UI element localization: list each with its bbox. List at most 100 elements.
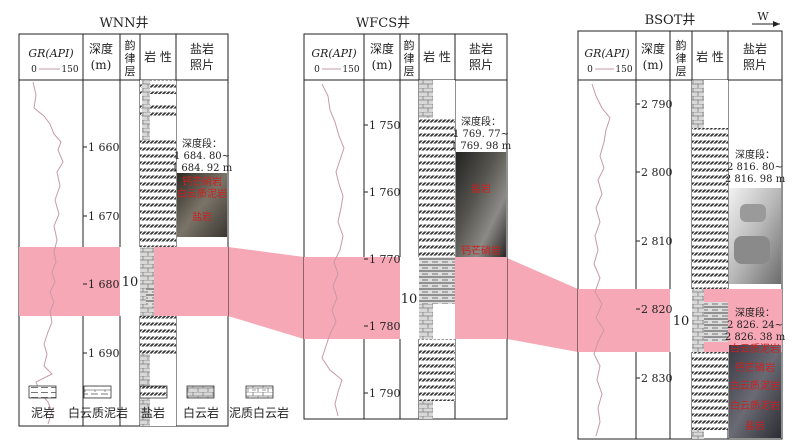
svg-text:盐岩: 盐岩 [469,41,493,56]
lithology-column [419,80,455,419]
band-link-wfcs-bsot [507,258,578,352]
svg-text:0: 0 [314,65,320,75]
svg-text:照片: 照片 [743,58,767,72]
svg-text:律: 律 [125,52,136,65]
svg-text:深度: 深度 [641,41,665,56]
svg-text:150: 150 [342,65,359,75]
svg-text:层: 层 [125,65,136,78]
legend-item-muddolo: 泥质白云岩 [229,385,289,420]
svg-text:钙芒硝岩: 钙芒硝岩 [735,361,775,374]
band-label: 10 [673,314,690,329]
depth-tick: 2 830 [641,372,673,385]
svg-text:白云质泥岩: 白云质泥岩 [68,405,128,420]
lithology-column [140,80,176,426]
svg-text:岩 性: 岩 性 [696,49,724,64]
svg-text:盐岩: 盐岩 [743,41,767,56]
well-wfcs: WFCS井 GR(API) 0 150 深度 (m) 韵 律 层 岩 性 盐岩 … [303,16,512,420]
svg-text:白云质泥岩: 白云质泥岩 [730,342,780,355]
depth-tick: 1 660 [88,141,120,154]
core-photo-wfcs: 深度段： 1 769. 77~ 1 769. 98 m 盐岩 钙芒硝岩 [451,115,512,257]
core-photo-wnn: 深度段： 1 684. 80~ 1 684. 92 m 钙芒硝岩 白云质泥岩 盐… [172,137,233,237]
depth-tick: 1 680 [88,278,120,291]
svg-text:岩 性: 岩 性 [423,49,451,64]
legend-item-dolmud: 白云质泥岩 [68,385,128,420]
svg-text:(m): (m) [643,58,664,72]
depth-tick: 2 790 [641,98,673,111]
svg-text:照片: 照片 [469,58,493,72]
svg-text:0: 0 [31,65,37,75]
svg-text:白云质泥岩: 白云质泥岩 [730,379,780,392]
depth-tick: 2 820 [641,303,673,316]
gr-curve [32,81,64,425]
legend: 泥岩 白云质泥岩 盐岩 白云岩 泥质白云岩 [28,385,289,420]
core-photo-bsot-1: 深度段： 2 816. 80~ 2 816. 98 m [725,148,786,284]
svg-text:律: 律 [404,52,415,65]
svg-text:钙芒硝岩: 钙芒硝岩 [461,244,501,257]
band-label: 10 [401,292,418,307]
depth-tick: 1 670 [88,210,120,223]
svg-text:深度: 深度 [370,41,394,56]
svg-text:深度段：: 深度段： [735,306,775,319]
well-bsot: BSOT井 W GR(API) 0 150 深度 (m) 韵 律 层 岩 性 盐… [577,10,786,440]
well-name-bsot: BSOT井 [645,13,696,28]
gr-header: GR(API) [28,47,73,60]
svg-text:照片: 照片 [190,58,214,72]
svg-text:钙芒硝岩: 钙芒硝岩 [182,175,222,188]
depth-tick: 1 760 [369,186,401,199]
svg-text:2 816. 80~: 2 816. 80~ [727,162,783,173]
svg-text:W: W [757,10,769,23]
svg-text:1 769. 98 m: 1 769. 98 m [451,141,512,152]
svg-text:深度段：: 深度段： [461,115,501,128]
depth-tick: 1 780 [369,320,401,333]
svg-text:150: 150 [61,65,78,75]
svg-text:岩 性: 岩 性 [144,49,172,64]
core-photo-bsot-2: 深度段： 2 826. 24~ 2 826. 38 m 白云质泥岩 钙芒硝岩 白… [725,306,786,438]
svg-text:白云质泥岩: 白云质泥岩 [730,399,780,412]
svg-text:(m): (m) [91,58,112,72]
svg-text:泥岩: 泥岩 [31,405,55,420]
svg-text:盐岩: 盐岩 [141,405,165,420]
svg-text:层: 层 [676,65,687,78]
svg-text:白云质泥岩: 白云质泥岩 [177,187,227,200]
svg-text:层: 层 [404,65,415,78]
depth-tick: 1 770 [369,253,401,266]
svg-text:白云岩: 白云岩 [183,405,219,420]
svg-text:2 826. 38 m: 2 826. 38 m [725,332,786,343]
svg-text:韵: 韵 [676,38,687,52]
svg-text:盐岩: 盐岩 [190,41,214,56]
band-link-wnn-wfcs [228,247,304,339]
svg-text:1 684. 92 m: 1 684. 92 m [172,163,233,174]
svg-text:2 816. 98 m: 2 816. 98 m [725,174,786,185]
svg-text:盐岩: 盐岩 [745,419,765,432]
well-name-wnn: WNN井 [99,16,148,31]
svg-text:150: 150 [615,65,632,75]
svg-text:韵: 韵 [125,38,136,52]
well-name-wfcs: WFCS井 [356,16,410,31]
svg-text:0: 0 [587,65,593,75]
svg-text:2 826. 24~: 2 826. 24~ [727,320,783,331]
depth-tick: 1 790 [369,387,401,400]
svg-text:泥质白云岩: 泥质白云岩 [229,405,289,420]
legend-item-dolo: 白云岩 [183,385,219,420]
svg-text:盐岩: 盐岩 [192,210,212,223]
gr-curve [591,83,611,437]
depth-tick: 1 750 [369,119,401,132]
svg-text:韵: 韵 [404,38,415,52]
well-wnn: WNN井 GR(API) 0 150 深度 (m) 韵 律 层 岩 性 盐岩 照… [18,16,233,427]
legend-item-mud: 泥岩 [28,385,57,420]
depth-tick: 1 690 [88,347,120,360]
legend-item-salt: 盐岩 [139,385,168,420]
svg-text:GR(API): GR(API) [311,47,356,60]
svg-text:盐岩: 盐岩 [471,182,491,195]
depth-tick: 2 800 [641,166,673,179]
svg-text:GR(API): GR(API) [584,47,629,60]
gr-curve [321,83,345,417]
west-arrow-icon: W [752,10,780,27]
svg-text:深度: 深度 [89,41,113,56]
svg-text:1 684. 80~: 1 684. 80~ [174,151,230,162]
svg-text:1 769. 77~: 1 769. 77~ [453,129,509,140]
lithology-column [692,80,728,439]
svg-text:(m): (m) [372,58,393,72]
svg-text:深度段：: 深度段： [735,148,775,161]
